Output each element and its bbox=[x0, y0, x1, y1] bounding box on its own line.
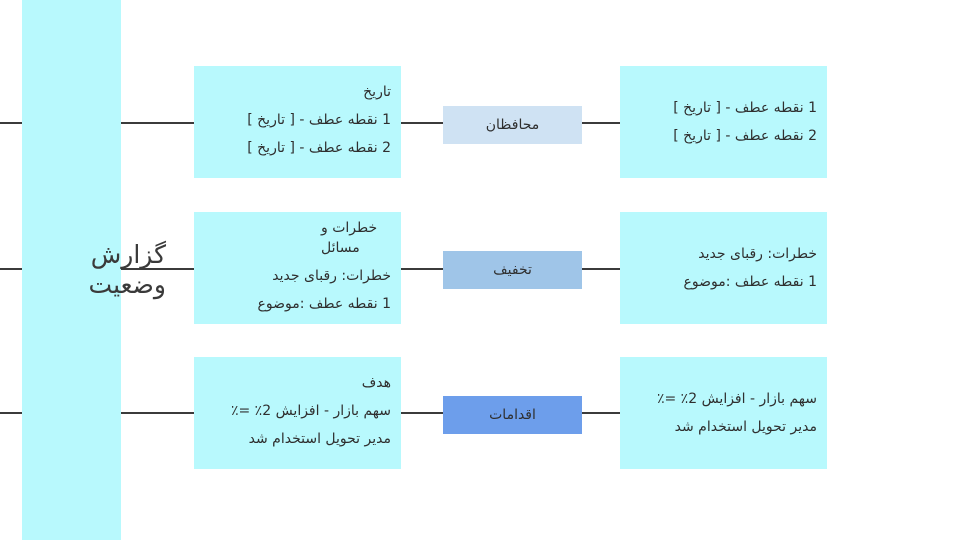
left-card-row-1: تاریخ 1 نقطه عطف - [ تاریخ ] 2 نقطه عطف … bbox=[194, 66, 401, 178]
card-line: 1 نقطه عطف - [ تاریخ ] bbox=[247, 112, 391, 128]
left-card-row-3: هدف سهم بازار - افزایش 2٪ =٪ مدیر تحویل … bbox=[194, 357, 401, 469]
pill-label: اقدامات bbox=[489, 407, 536, 423]
pill-row-3: اقدامات bbox=[443, 396, 582, 434]
card-heading: تاریخ bbox=[363, 84, 391, 100]
right-card-row-3: سهم بازار - افزایش 2٪ =٪ مدیر تحویل استخ… bbox=[620, 357, 827, 469]
card-line: 1 نقطه عطف :موضوع bbox=[257, 296, 392, 312]
right-card-row-1: 1 نقطه عطف - [ تاریخ ] 2 نقطه عطف - [ تا… bbox=[620, 66, 827, 178]
card-line: سهم بازار - افزایش 2٪ =٪ bbox=[230, 403, 391, 419]
pill-label: محافظان bbox=[485, 117, 540, 133]
card-line: 2 نقطه عطف - [ تاریخ ] bbox=[673, 128, 817, 144]
left-card-row-2: خطرات و مسائل خطرات: رقبای جدید 1 نقطه ع… bbox=[194, 212, 401, 324]
pill-row-2: تخفیف bbox=[443, 251, 582, 289]
spine-bar bbox=[22, 0, 121, 540]
right-card-row-2: خطرات: رقبای جدید 1 نقطه عطف :موضوع bbox=[620, 212, 827, 324]
pill-row-1: محافظان bbox=[443, 106, 582, 144]
card-line: سهم بازار - افزایش 2٪ =٪ bbox=[656, 391, 817, 407]
card-line: 1 نقطه عطف - [ تاریخ ] bbox=[673, 100, 817, 116]
pill-label: تخفیف bbox=[493, 262, 532, 278]
spine-title: گزارش وضعیت bbox=[88, 240, 166, 299]
card-line: مدیر تحویل استخدام شد bbox=[674, 419, 817, 435]
card-heading: خطرات و مسائل bbox=[321, 220, 378, 256]
card-line: خطرات: رقبای جدید bbox=[698, 246, 817, 262]
card-line: 1 نقطه عطف :موضوع bbox=[683, 274, 818, 290]
card-line: 2 نقطه عطف - [ تاریخ ] bbox=[247, 140, 391, 156]
card-line: خطرات: رقبای جدید bbox=[272, 268, 391, 284]
card-heading: هدف bbox=[361, 375, 391, 391]
card-line: مدیر تحویل استخدام شد bbox=[248, 431, 391, 447]
